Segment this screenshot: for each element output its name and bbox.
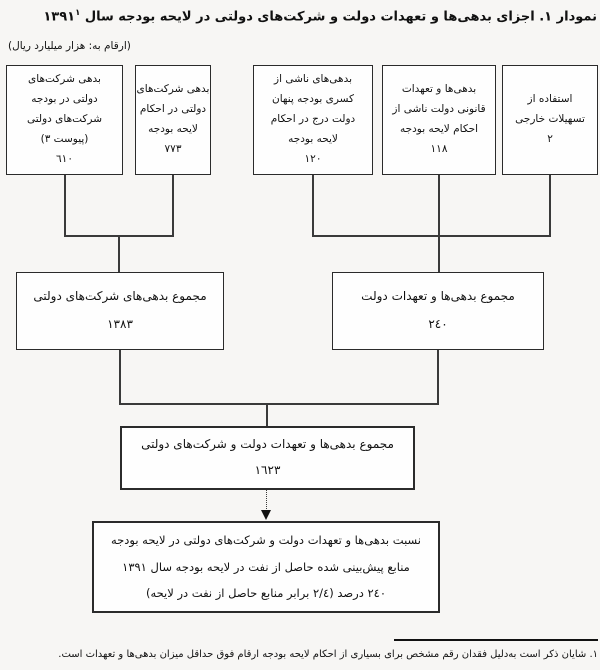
node-label: مجموع بدهی‌ها و تعهدات دولت [361,289,515,304]
connector-line [118,235,120,273]
node-soe-total: مجموع بدهی‌های شرکت‌های دولتی ١٣٨٣ [16,272,224,350]
node-value: ١٦٢٣ [254,463,281,477]
node-value: ٢ [547,132,553,145]
title-footnote-ref: ١ [75,8,81,18]
connector-line [312,175,314,235]
connector-line [549,175,551,235]
connector-line [119,350,121,403]
node-hidden-deficit-debt: بدهی‌های ناشی از کسری بودجه پنهان دولت د… [253,65,373,175]
node-label: بدهی‌ها و تعهدات قانونی دولت ناشی از احک… [392,83,486,135]
node-label: مجموع بدهی‌های شرکت‌های دولتی [33,289,207,304]
connector-line [172,175,174,235]
connector-line [64,175,66,235]
footnote-text: ١. شایان ذکر است به‌دلیل فقدان رقم مشخص … [58,649,598,660]
unit-note: (ارقام به: هزار میلیارد ریال) [8,40,131,52]
node-label: بدهی‌های ناشی از کسری بودجه پنهان دولت د… [270,73,356,145]
node-foreign-facilities: استفاده از تسهیلات خارجی ٢ [502,65,598,175]
title-text: نمودار ١. اجزای بدهی‌ها و تعهدات دولت و … [43,9,597,25]
arrow-down-icon [261,510,271,520]
node-grand-total: مجموع بدهی‌ها و تعهدات دولت و شرکت‌های د… [120,426,415,490]
node-value: ٦١٠ [56,152,73,165]
node-label: نسبت بدهی‌ها و تعهدات دولت و شرکت‌های دو… [110,533,422,601]
node-value: ١١٨ [430,142,448,155]
node-label: مجموع بدهی‌ها و تعهدات دولت و شرکت‌های د… [141,437,394,452]
node-value: ٧٧٣ [164,142,182,155]
node-gov-total: مجموع بدهی‌ها و تعهدات دولت ٢٤٠ [332,272,544,350]
connector-line [438,175,440,235]
connector-line [312,235,551,237]
footnote-divider [394,639,598,641]
node-ratio-to-oil-revenues: نسبت بدهی‌ها و تعهدات دولت و شرکت‌های دو… [92,521,440,613]
node-soe-debt-in-soe-budget: بدهی شرکت‌های دولتی در بودجه شرکت‌های دو… [6,65,123,175]
node-value: ١٢٠ [304,152,322,165]
node-legal-gov-debt: بدهی‌ها و تعهدات قانونی دولت ناشی از احک… [382,65,496,175]
node-value: ٢٤٠ [428,317,448,331]
dotted-connector-line [266,490,267,511]
node-label: بدهی شرکت‌های دولتی در احکام لایحه بودجه [136,83,210,135]
node-label: بدهی شرکت‌های دولتی در بودجه شرکت‌های دو… [26,73,103,145]
node-label: استفاده از تسهیلات خارجی [515,93,585,126]
connector-line [437,350,439,403]
connector-line [438,235,440,273]
connector-line [266,403,268,427]
page-title: نمودار ١. اجزای بدهی‌ها و تعهدات دولت و … [3,8,597,24]
node-soe-debt-in-bill-provisions: بدهی شرکت‌های دولتی در احکام لایحه بودجه… [135,65,211,175]
node-value: ١٣٨٣ [107,317,133,331]
connector-line [119,403,439,405]
